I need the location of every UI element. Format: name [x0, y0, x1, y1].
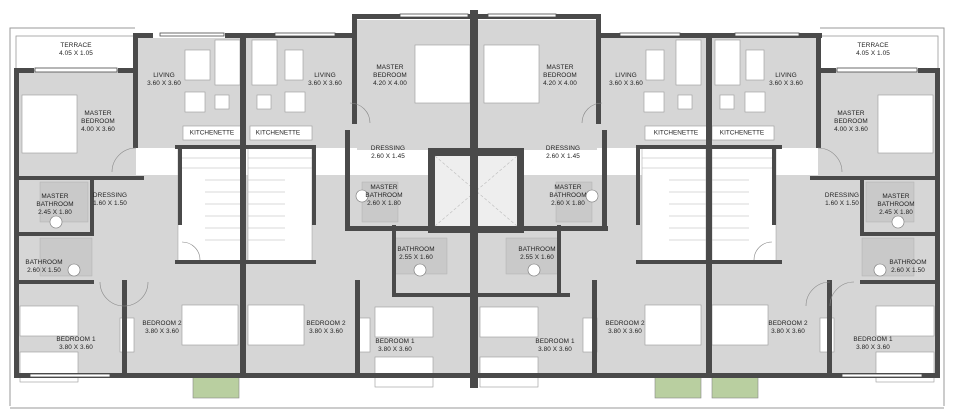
- windows: [29, 13, 923, 378]
- stair-treads: [178, 157, 776, 241]
- planters: [192, 375, 759, 399]
- staircases: [177, 147, 777, 264]
- furniture: [19, 39, 935, 388]
- door-swings: [99, 102, 855, 307]
- room-label-kitchenette-c: KITCHENETTE: [653, 129, 699, 137]
- room-label-kitchenette-a: KITCHENETTE: [189, 129, 235, 137]
- room-label-kitchenette-d: KITCHENETTE: [719, 129, 765, 137]
- sanitary-fixtures: [49, 189, 905, 277]
- room-label-kitchenette-b: KITCHENETTE: [255, 129, 301, 137]
- site-outline: [9, 27, 945, 409]
